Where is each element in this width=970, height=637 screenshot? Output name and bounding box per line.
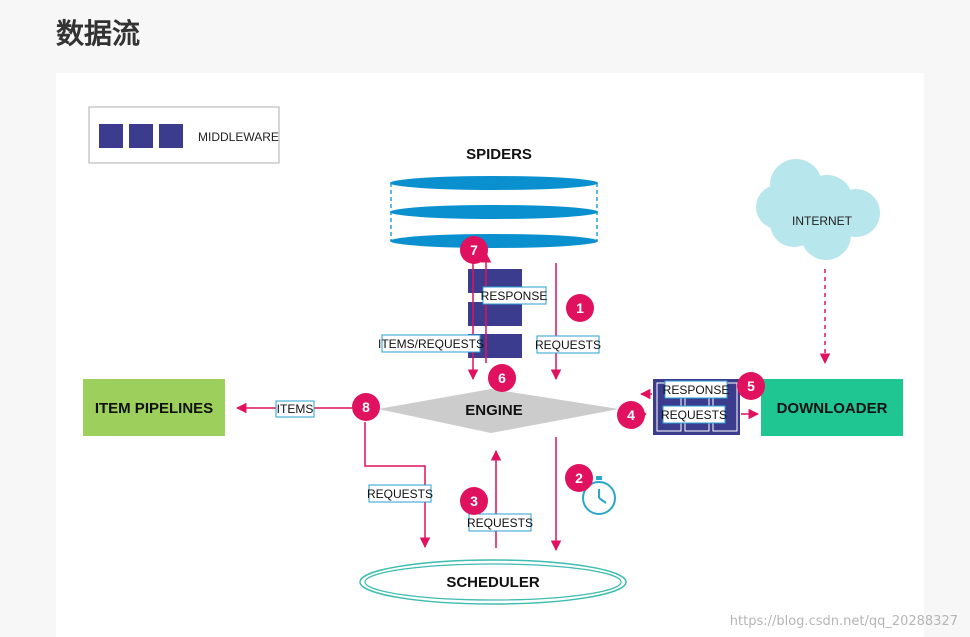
step-badge-1: 1 xyxy=(566,294,594,322)
label-response-downloader: RESPONSE xyxy=(663,383,730,397)
svg-text:5: 5 xyxy=(747,378,755,394)
svg-text:6: 6 xyxy=(498,370,506,386)
spiders-label: SPIDERS xyxy=(466,146,532,163)
spider-disc xyxy=(390,176,598,190)
svg-text:8: 8 xyxy=(362,399,370,415)
svg-text:1: 1 xyxy=(576,300,584,316)
step-badge-5: 5 xyxy=(737,372,765,400)
diagram-card: MIDDLEWARE SPIDERS INTERNET ENGINE ITEM … xyxy=(56,73,924,637)
label-requests-downloader: REQUESTS xyxy=(661,408,727,422)
step-badge-6: 6 xyxy=(488,364,516,392)
label-requests-8: REQUESTS xyxy=(367,487,433,501)
legend-label: MIDDLEWARE xyxy=(198,130,279,144)
page-title: 数据流 xyxy=(56,17,141,50)
spider-disc xyxy=(390,234,598,248)
data-flow-diagram: MIDDLEWARE SPIDERS INTERNET ENGINE ITEM … xyxy=(83,106,903,605)
step-badge-8: 8 xyxy=(352,393,380,421)
internet-cloud: INTERNET xyxy=(756,159,880,260)
svg-text:2: 2 xyxy=(575,470,583,486)
downloader-label: DOWNLOADER xyxy=(777,400,888,417)
label-items: ITEMS xyxy=(277,402,314,416)
item-pipelines-node: ITEM PIPELINES xyxy=(83,379,225,436)
downloader-node: DOWNLOADER xyxy=(761,379,903,436)
step-badge-3: 3 xyxy=(460,487,488,515)
flow-labels: RESPONSE ITEMS/REQUESTS REQUESTS ITEMS R… xyxy=(275,286,730,532)
svg-text:7: 7 xyxy=(470,242,478,258)
middleware-legend-swatch xyxy=(129,124,153,148)
engine-node: ENGINE xyxy=(378,389,619,433)
step-badge-4: 4 xyxy=(617,401,645,429)
spider-middleware xyxy=(468,269,522,358)
spider-disc xyxy=(390,205,598,219)
label-response-top: RESPONSE xyxy=(481,289,548,303)
scheduler-label: SCHEDULER xyxy=(446,574,540,591)
legend: MIDDLEWARE xyxy=(88,106,280,164)
svg-text:4: 4 xyxy=(627,407,635,423)
step-badge-2: 2 xyxy=(565,464,593,492)
clock-icon xyxy=(582,476,616,515)
label-requests-1: REQUESTS xyxy=(535,338,601,352)
step-badges: 1 2 3 4 5 6 7 8 xyxy=(352,236,765,515)
middleware-legend-swatch xyxy=(159,124,183,148)
label-requests-3: REQUESTS xyxy=(467,516,533,530)
watermark: https://blog.csdn.net/qq_20288327 xyxy=(729,614,958,629)
middleware-legend-swatch xyxy=(99,124,123,148)
label-items-requests: ITEMS/REQUESTS xyxy=(378,337,484,351)
arrow-8-engine-to-scheduler xyxy=(364,422,431,549)
item-pipelines-label: ITEM PIPELINES xyxy=(95,400,213,417)
internet-label: INTERNET xyxy=(792,214,853,228)
svg-text:3: 3 xyxy=(470,493,478,509)
engine-label: ENGINE xyxy=(465,402,523,419)
scheduler-node: SCHEDULER xyxy=(359,559,627,605)
step-badge-7: 7 xyxy=(460,236,488,264)
spiders-node: SPIDERS xyxy=(390,146,598,248)
